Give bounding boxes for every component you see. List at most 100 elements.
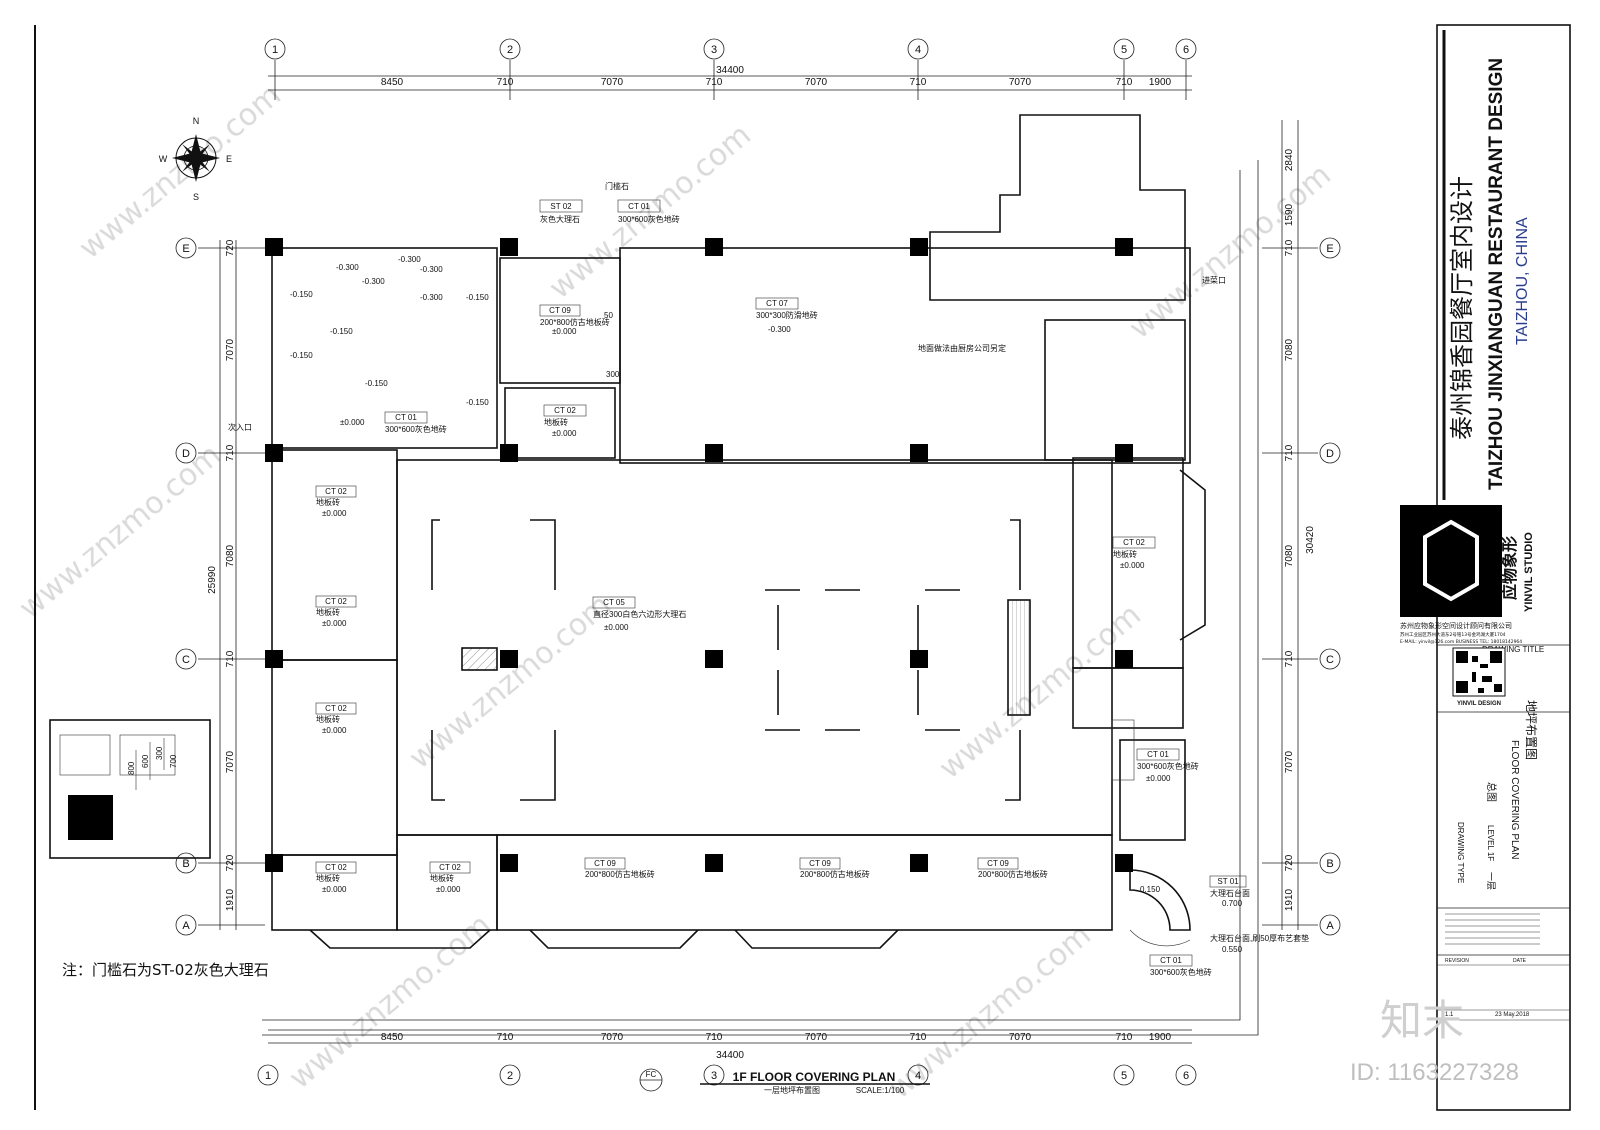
watermark-site: www.znzmo.com <box>13 438 228 627</box>
dim-top-9: 1900 <box>1149 77 1172 88</box>
axis-right: E D C B A 2840 1590 710 7080 710 7080 71… <box>1262 120 1341 936</box>
dim-left-5: 710 <box>225 650 236 667</box>
axis-left: E D C B A 720 7070 710 7080 710 7070 720… <box>175 237 265 936</box>
dim-bottom-5: 7070 <box>805 1032 828 1043</box>
project-cn: 泰州锦香园餐厅室内设计 <box>1448 176 1476 440</box>
level-mark: -0.150 <box>466 293 489 302</box>
tag-code: CT 02 <box>439 863 461 872</box>
dim-bottom-3: 7070 <box>601 1032 624 1043</box>
studio-en: YINVIL STUDIO <box>1523 532 1535 612</box>
section-tag: FC <box>646 1070 657 1079</box>
title-block: 泰州锦香园餐厅室内设计 TAIZHOU JINXIANGUAN RESTAURA… <box>1400 24 1571 1111</box>
tag-desc: 300*600灰色地砖 <box>1150 967 1212 977</box>
tag-code: CT 01 <box>395 413 417 422</box>
tag-ct02-left-1: CT 02 地板砖 ±0.000 <box>315 485 357 518</box>
level-mark: ±0.000 <box>322 726 347 735</box>
dim-bottom-8: 710 <box>1116 1032 1133 1043</box>
axis-E-left: E <box>182 243 189 255</box>
right-brick <box>1072 667 1184 729</box>
compass-s: S <box>193 192 199 202</box>
level-mark: ±0.000 <box>322 619 347 628</box>
watermark-id: ID: 1163227328 <box>1350 1059 1519 1086</box>
qr-caption: YINVIL DESIGN <box>1457 701 1501 707</box>
axis-5-top: 5 <box>1121 44 1127 56</box>
spiral-stair <box>1129 869 1191 931</box>
axis-A-left: A <box>182 920 190 932</box>
dim-right-total: 30420 <box>1305 526 1316 554</box>
compass-w: W <box>159 154 168 164</box>
tag-code: CT 05 <box>603 598 625 607</box>
dim-left-total: 25990 <box>207 566 218 594</box>
watermark-site: www.znzmo.com <box>1123 158 1338 347</box>
dim-right-4: 7080 <box>1284 338 1295 361</box>
level-mark: -0.300 <box>420 265 443 274</box>
axis-E-right: E <box>1326 243 1333 255</box>
axis-3-bottom: 3 <box>711 1070 717 1082</box>
tag-desc: 地板砖 <box>316 497 340 507</box>
tag-desc: 灰色大理石 <box>540 214 580 224</box>
dim-top-8: 710 <box>1116 77 1133 88</box>
level-mark: -0.150 <box>466 398 489 407</box>
kitchen-note: 地面做法由厨房公司另定 <box>918 343 1006 353</box>
tag-code: CT 09 <box>809 859 831 868</box>
tag-desc: 地板砖 <box>316 873 340 883</box>
tag-code: CT 01 <box>1147 750 1169 759</box>
axis-B-left: B <box>182 858 189 870</box>
tag-desc: 200*800仿古地板砖 <box>585 869 655 879</box>
tag-st01-1: ST 01 大理石台面 0.700 <box>1209 875 1250 908</box>
tag-code: ST 02 <box>550 202 572 211</box>
tag-ct02-left-5: CT 02 地板砖 ±0.000 <box>429 861 471 894</box>
tag-code: CT 09 <box>987 859 1009 868</box>
level-mark: -0.300 <box>420 293 443 302</box>
tag-code: CT 02 <box>325 704 347 713</box>
material-tags: ST 02 灰色大理石 CT 01 300*600灰色地砖 门槛石 CT 09 … <box>228 181 1309 977</box>
detail-dim: 800 <box>127 761 136 775</box>
axis-6-bottom: 6 <box>1183 1070 1189 1082</box>
dim-right-8: 7070 <box>1284 750 1295 773</box>
tag-desc: 地板砖 <box>544 417 568 427</box>
prep-area <box>1044 319 1186 461</box>
title-cn: 一层地坪布置图 <box>764 1085 820 1095</box>
tag-code: CT 02 <box>325 487 347 496</box>
company-address: 苏州工业园区苏州大道东2号铭13号金鸡湖大厦1704 <box>1400 631 1506 638</box>
dim-left-7: 720 <box>225 854 236 871</box>
level-mark: ±0.000 <box>436 885 461 894</box>
tag-desc: 地板砖 <box>316 607 340 617</box>
structural-columns <box>265 238 1133 872</box>
general-note: 注：门槛石为ST-02灰色大理石 <box>62 961 269 979</box>
watermark-site: www.znzmo.com <box>73 78 288 267</box>
tag-desc: 地板砖 <box>430 873 454 883</box>
axis-5-bottom: 5 <box>1121 1070 1127 1082</box>
tag-ct01-left: CT 01 300*600灰色地砖 ±0.000 <box>340 411 447 434</box>
tag-code: CT 09 <box>549 306 571 315</box>
tag-desc: 地板砖 <box>1113 549 1137 559</box>
level-mark: -0.150 <box>290 351 313 360</box>
level-mark: ±0.000 <box>552 429 577 438</box>
axis-top: 1 2 3 4 5 6 8450 710 7070 710 7070 710 7… <box>264 38 1197 100</box>
level-mark: -0.150 <box>330 327 353 336</box>
hatch-block <box>1111 719 1135 781</box>
project-en: TAIZHOU JINXIANGUAN RESTAURANT DESIGN <box>1486 58 1507 490</box>
tag-code: CT 01 <box>1160 956 1182 965</box>
sheet-number: 1.1 <box>1445 1012 1454 1018</box>
drawing-title-label: DRAWING TITLE <box>1482 645 1544 654</box>
level-mark: ±0.000 <box>552 327 577 336</box>
left-strip-2 <box>271 659 398 856</box>
drawing-type-cn: 总图 <box>1485 782 1498 802</box>
tag-desc: 地板砖 <box>316 714 340 724</box>
hexagon-logo-icon <box>1423 519 1479 602</box>
axis-4-bottom: 4 <box>915 1070 921 1082</box>
tag-code: CT 02 <box>325 863 347 872</box>
watermark-brand: 知末 <box>1380 996 1464 1045</box>
axis-D-right: D <box>1326 448 1334 460</box>
detail-dim: 700 <box>169 754 178 768</box>
tag-ct09-front-1: CT 09 200*800仿古地板砖 <box>584 857 655 879</box>
company-name: 苏州应物象形空间设计顾问有限公司 <box>1400 621 1512 630</box>
tag-desc: 200*800仿古地板砖 <box>978 869 1048 879</box>
compass-n: N <box>193 116 200 126</box>
dim-left-2: 7070 <box>225 338 236 361</box>
dim-top-4: 710 <box>706 77 723 88</box>
kitchen-area <box>619 247 1191 464</box>
dim-top-7: 7070 <box>1009 77 1032 88</box>
